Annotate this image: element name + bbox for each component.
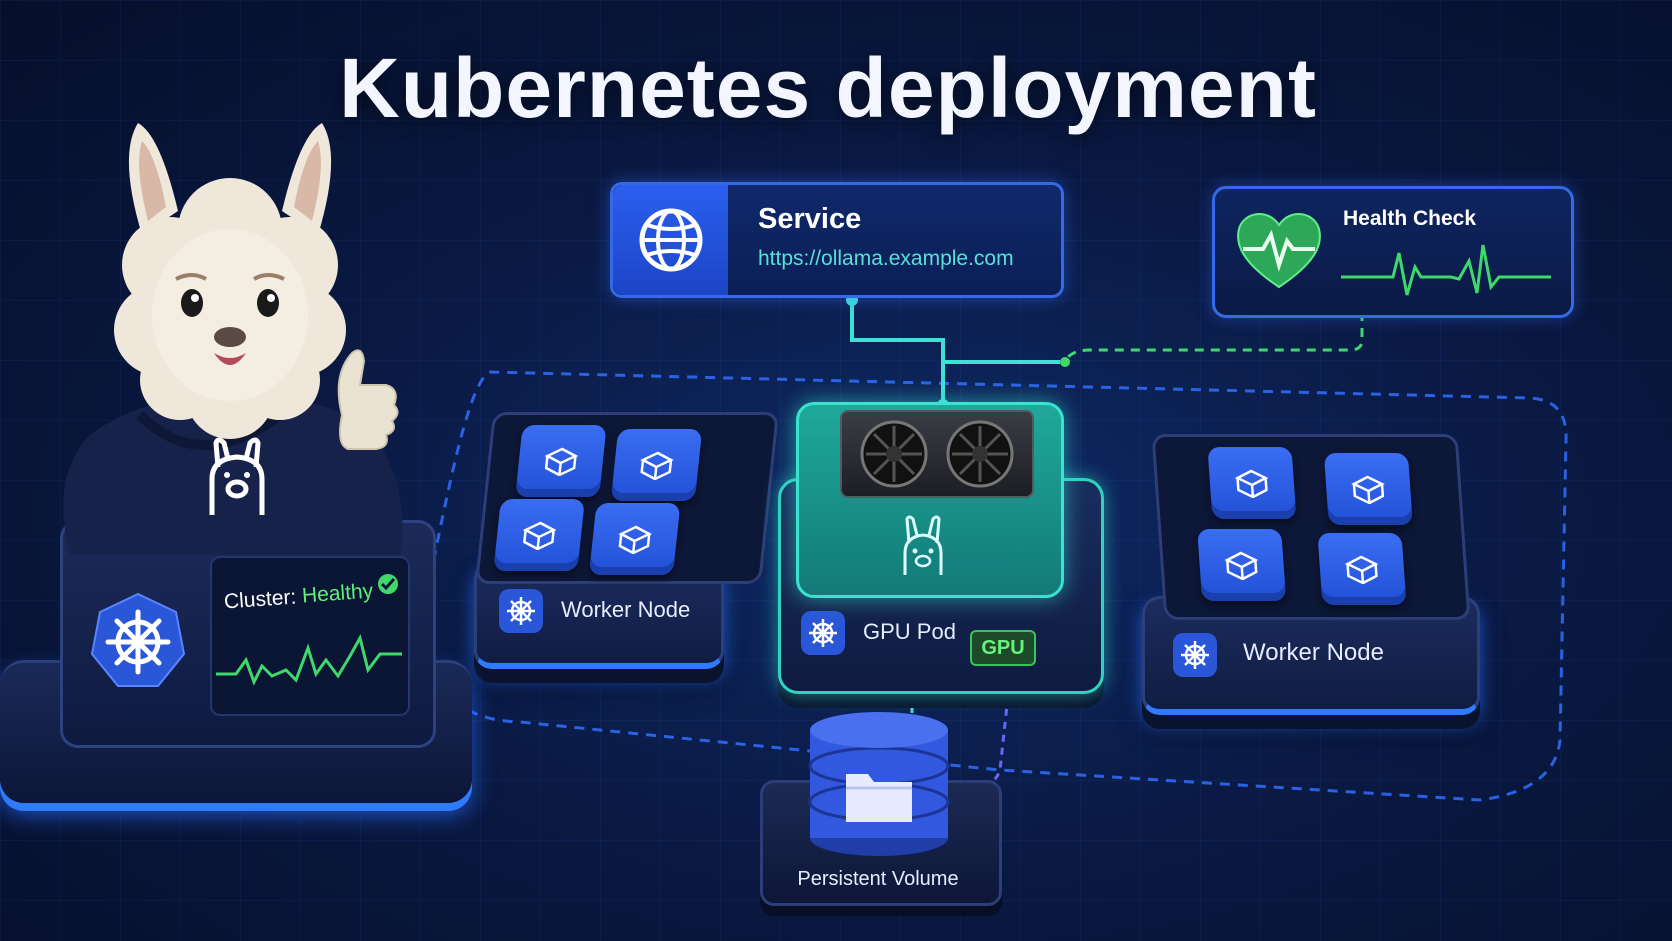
pod-cube[interactable] — [588, 503, 681, 575]
kubernetes-icon — [90, 592, 186, 687]
box-icon — [1224, 551, 1259, 580]
worker-node-left-label: Worker Node — [561, 597, 691, 622]
pod-cube[interactable] — [610, 429, 703, 501]
llama-mascot — [63, 123, 403, 555]
box-icon — [522, 521, 557, 550]
health-pulse-graph — [1341, 244, 1551, 296]
worker-node-left-tray — [474, 412, 780, 584]
service-icon-box — [613, 185, 728, 295]
cluster-status: Healthy — [301, 579, 374, 608]
worker-node-right-tray — [1151, 434, 1471, 620]
llama-logo-icon — [903, 515, 943, 575]
persistent-volume-label: Persistent Volume — [797, 868, 959, 890]
check-circle-icon — [378, 574, 398, 594]
health-to-cluster-line — [1063, 312, 1364, 363]
page-title: Kubernetes deployment — [339, 41, 1317, 135]
pod-cube[interactable] — [1197, 529, 1287, 601]
globe-icon — [639, 208, 702, 272]
gpu-pod-label: GPU Pod — [863, 619, 956, 644]
cluster-boundary — [428, 370, 1568, 802]
service-card[interactable]: Service https://ollama.example.com — [610, 182, 1064, 298]
pod-cube[interactable] — [515, 425, 607, 497]
service-title: Service — [758, 203, 862, 235]
box-icon — [640, 451, 674, 480]
worker-node-right-label: Worker Node — [1243, 639, 1384, 666]
cluster-label: Cluster: — [223, 585, 298, 614]
kubernetes-icon — [801, 611, 845, 655]
health-check-card[interactable]: Health Check — [1212, 186, 1574, 318]
gpu-card-icon — [860, 420, 1014, 488]
kubernetes-icon — [499, 589, 543, 633]
pod-cube[interactable] — [493, 499, 585, 571]
box-icon — [1351, 475, 1385, 504]
pod-cube[interactable] — [1207, 447, 1297, 519]
box-icon — [1234, 469, 1269, 498]
pod-cube[interactable] — [1323, 453, 1413, 525]
health-check-title: Health Check — [1343, 207, 1477, 230]
box-icon — [618, 525, 653, 554]
cluster-console-screen — [210, 556, 410, 716]
service-url[interactable]: https://ollama.example.com — [758, 247, 1014, 270]
gpu-graphics-card — [840, 410, 1034, 498]
gpu-to-volume-line-2 — [979, 695, 1010, 787]
service-to-gpu-line — [850, 300, 945, 405]
kubernetes-icon — [1173, 633, 1217, 677]
box-icon — [1344, 555, 1379, 584]
gpu-badge: GPU — [970, 630, 1036, 666]
cluster-pulse-graph — [216, 633, 402, 686]
pod-cube[interactable] — [1317, 533, 1407, 605]
folder-icon — [846, 774, 912, 822]
hoodie-llama-logo — [209, 437, 265, 515]
database-cylinder — [808, 712, 950, 856]
heart-pulse-icon — [1237, 213, 1321, 289]
box-icon — [544, 447, 579, 476]
